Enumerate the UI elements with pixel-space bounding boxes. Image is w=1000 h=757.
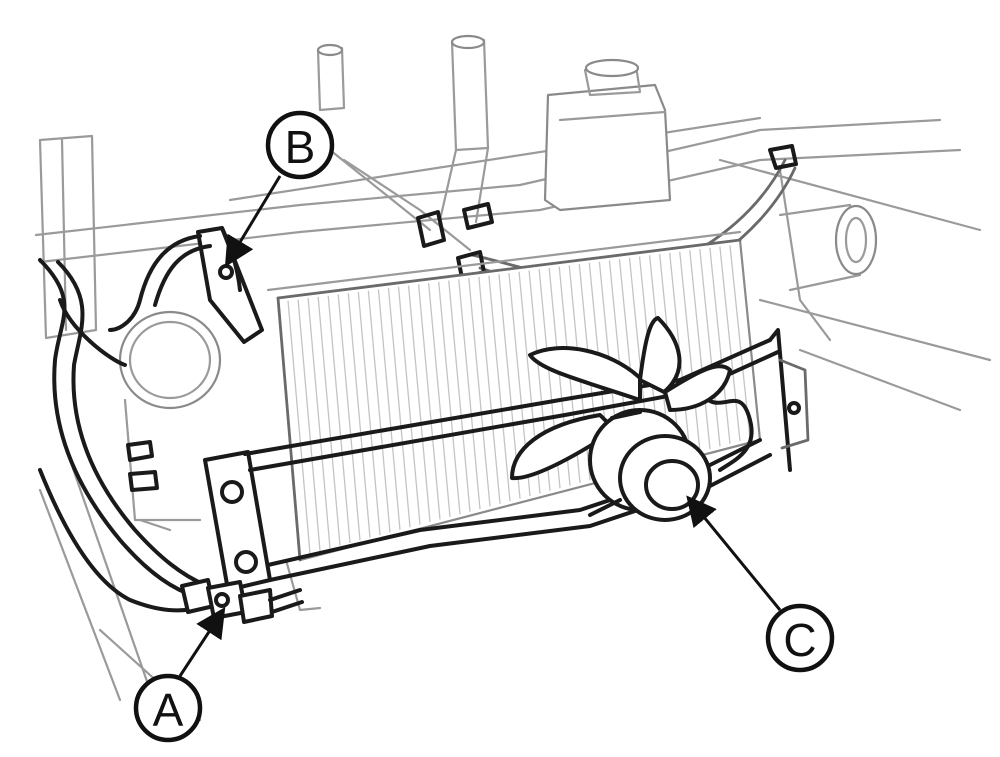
grille-line (357, 291, 381, 536)
grille-line (327, 295, 351, 544)
grille-line (287, 300, 311, 554)
grille-line (387, 288, 411, 528)
radiator (266, 230, 762, 612)
grille-line (407, 285, 431, 523)
grille-line (468, 277, 491, 507)
grille-line (689, 250, 711, 450)
grille-line (428, 283, 451, 517)
grille-line (709, 247, 731, 444)
left-tank (118, 310, 222, 532)
grille-line (438, 281, 461, 515)
callout-c-leader (686, 495, 782, 611)
grille-line (679, 251, 701, 452)
callout-a: A (133, 606, 226, 743)
grille-line (699, 248, 721, 447)
callout-a-leader (178, 606, 226, 677)
upper-pipes (316, 34, 490, 252)
callout-c: C (686, 495, 835, 673)
grille-line (488, 275, 511, 502)
grille-line (297, 299, 321, 551)
grille-line (307, 298, 331, 549)
grille-line (478, 276, 501, 504)
callout-a-circle (133, 673, 203, 743)
callout-b: B (224, 110, 335, 268)
grille-line (377, 289, 401, 530)
grille-line (347, 293, 371, 538)
outlet-pipe (778, 203, 878, 292)
grille-line (397, 286, 421, 525)
grille-line (458, 279, 481, 510)
grille-line (317, 296, 341, 546)
grille-line (448, 280, 471, 512)
callout-a-label: A (153, 684, 184, 736)
grille-line (337, 294, 361, 541)
callout-b-leader (224, 175, 282, 268)
callout-c-label: C (783, 614, 816, 666)
expansion-tank (543, 58, 672, 212)
oil-lines (38, 258, 304, 624)
callout-c-circle (765, 603, 835, 673)
grille-line (719, 246, 741, 442)
grille-line (417, 284, 441, 520)
callout-b-label: B (285, 121, 316, 173)
temperature-switch (108, 226, 264, 344)
callout-b-circle (265, 110, 335, 180)
grille-line (367, 290, 391, 533)
